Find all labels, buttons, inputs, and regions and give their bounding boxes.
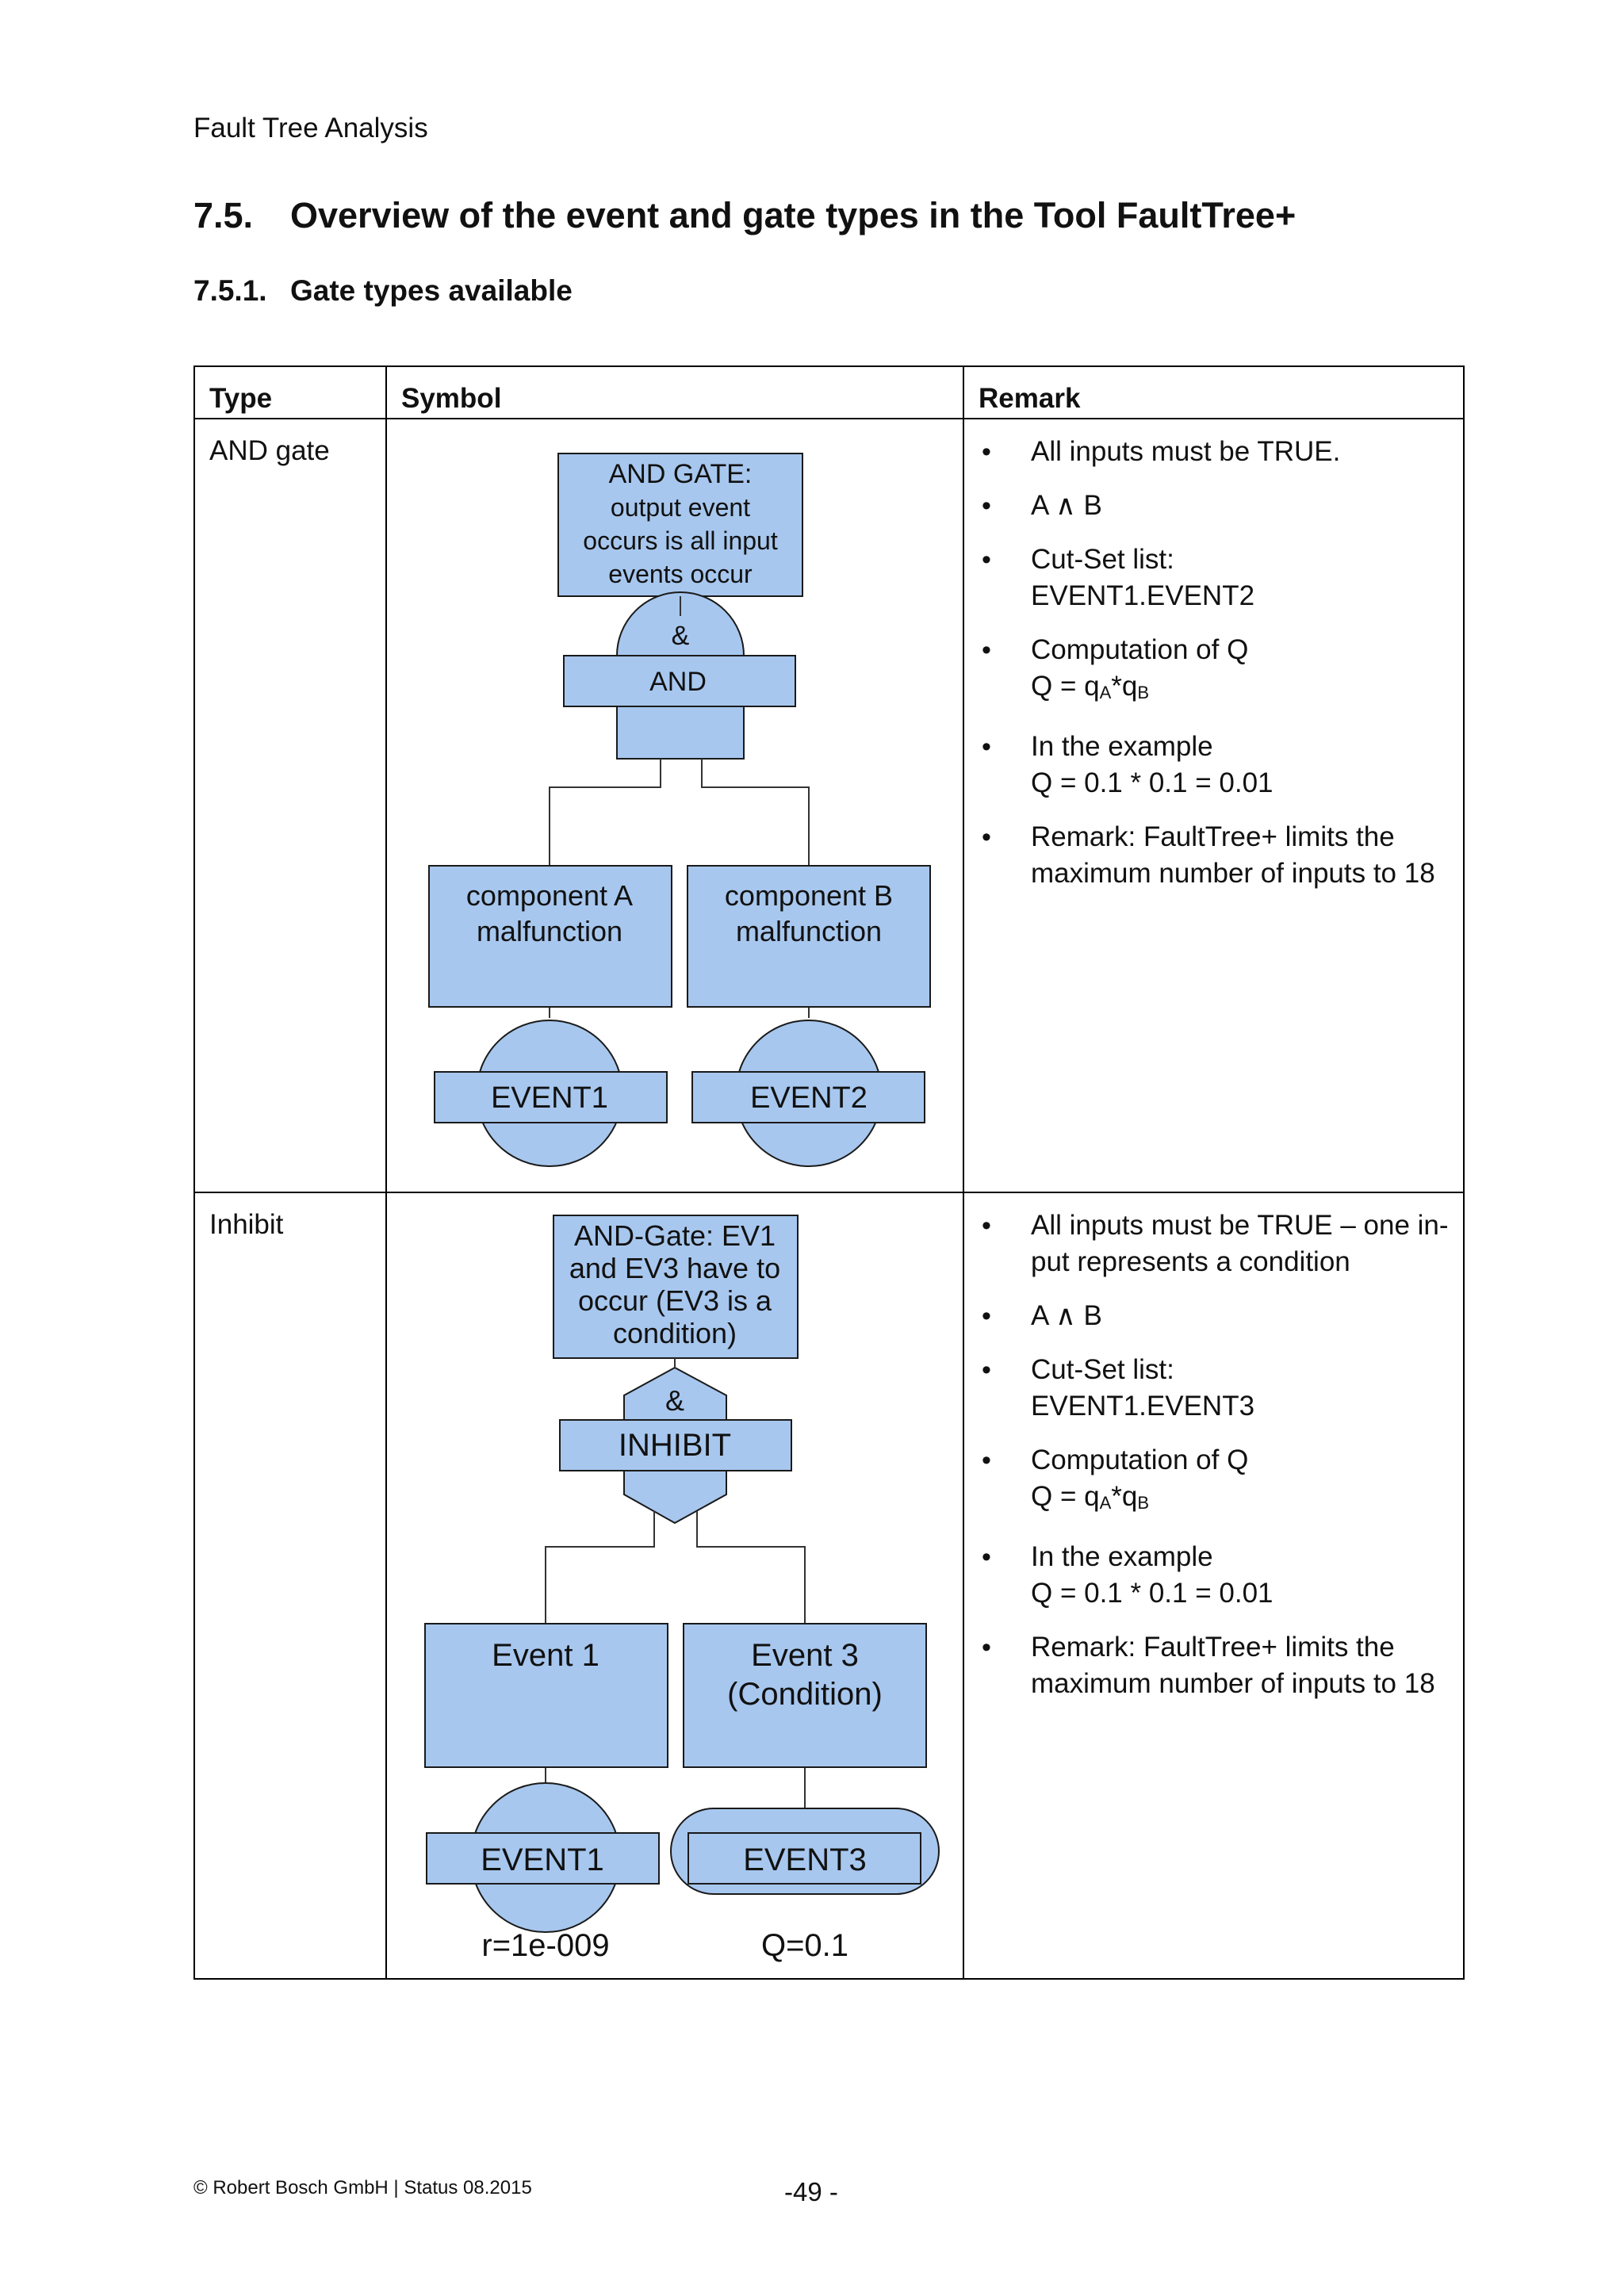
type-cell: AND gate	[193, 418, 387, 1193]
inhibit-gate-description-box	[553, 1215, 799, 1359]
list-item: All inputs must be TRUE.	[979, 434, 1449, 470]
and-gate-description-box	[557, 453, 803, 597]
event-3-box	[683, 1623, 927, 1768]
symbol-cell: AND GATE: output event occurs is all inp…	[385, 418, 964, 1193]
event2-label: EVENT2	[750, 1081, 868, 1115]
table-row: Inhibit	[193, 1192, 1465, 1980]
inhibit-desc-line-1: AND-Gate: EV1	[574, 1219, 776, 1252]
table-header-row: Type Symbol Remark	[193, 365, 1465, 419]
and-gate-label: AND	[649, 667, 707, 697]
remark-cell: All inputs must be TRUE – one in-put rep…	[963, 1192, 1465, 1980]
section-title: 7.5. Overview of the event and gate types…	[193, 195, 1296, 236]
symbol-cell: AND-Gate: EV1 and EV3 have to occur (EV3…	[385, 1192, 964, 1980]
header-remark: Remark	[963, 365, 1465, 419]
list-item: A ∧ B	[979, 488, 1449, 524]
event1-label: EVENT1	[481, 1843, 604, 1877]
and-gate-desc-line-3: occurs is all input	[583, 526, 778, 555]
inhibit-desc-line-3: occur (EV3 is a	[578, 1284, 772, 1317]
footer-copyright: © Robert Bosch GmbH | Status 08.2015	[193, 2177, 532, 2198]
list-item: All inputs must be TRUE – one in-put rep…	[979, 1207, 1449, 1280]
and-gate-diagram: AND GATE: output event occurs is all inp…	[428, 453, 931, 1167]
event-1-label: Event 1	[492, 1638, 599, 1673]
and-gate-desc-line-4: events occur	[608, 560, 753, 588]
component-b-line-1: component B	[725, 879, 893, 912]
component-a-line-1: component A	[466, 879, 633, 912]
event1-rate-value: r=1e-009	[481, 1928, 609, 1963]
list-item: Computation of QQ = qA*qB	[979, 1442, 1449, 1521]
remark-list: All inputs must be TRUE. A ∧ B Cut-Set l…	[979, 434, 1449, 892]
subsection-number: 7.5.1.	[193, 274, 267, 307]
event1-label-box	[426, 1832, 660, 1885]
inhibit-gate-label-box	[559, 1419, 792, 1471]
type-cell: Inhibit	[193, 1192, 387, 1980]
and-gate-desc-line-2: output event	[611, 493, 750, 522]
remark-list: All inputs must be TRUE – one in-put rep…	[979, 1207, 1449, 1702]
table-row: AND gate	[193, 418, 1465, 1193]
list-item: Cut-Set list:EVENT1.EVENT3	[979, 1352, 1449, 1425]
running-header: Fault Tree Analysis	[193, 113, 428, 144]
section-title-text: Overview of the event and gate types in …	[290, 195, 1297, 235]
subsection-title: 7.5.1. Gate types available	[193, 274, 573, 308]
subsection-title-text: Gate types available	[290, 274, 573, 307]
event3-label: EVENT3	[743, 1843, 867, 1877]
and-gate-symbol: &	[672, 621, 690, 651]
event-3-line-2: (Condition)	[727, 1677, 883, 1712]
component-b-box	[687, 865, 931, 1008]
inhibit-gate-label: INHIBIT	[619, 1428, 731, 1463]
list-item: Cut-Set list:EVENT1.EVENT2	[979, 541, 1449, 614]
event2-label-box	[691, 1071, 925, 1123]
list-item: Computation of QQ = qA*qB	[979, 632, 1449, 711]
list-item: A ∧ B	[979, 1298, 1449, 1334]
inhibit-desc-line-4: condition)	[613, 1317, 737, 1349]
header-type: Type	[193, 365, 387, 419]
event1-label: EVENT1	[491, 1081, 608, 1115]
event-3-line-1: Event 3	[751, 1638, 859, 1673]
component-b-line-2: malfunction	[736, 915, 882, 947]
gate-types-table: Type Symbol Remark AND gate	[193, 365, 1465, 1980]
event3-q-value: Q=0.1	[761, 1928, 848, 1963]
event1-label-box	[434, 1071, 668, 1123]
event3-label-box	[688, 1832, 921, 1885]
q-formula: Q = qA*qB	[1031, 1481, 1150, 1513]
page-number: -49 -	[784, 2177, 838, 2206]
inhibit-gate-symbol: &	[665, 1384, 684, 1417]
inhibit-desc-line-2: and EV3 have to	[569, 1252, 780, 1284]
q-formula: Q = qA*qB	[1031, 671, 1150, 702]
event-1-box	[424, 1623, 668, 1768]
component-a-line-2: malfunction	[477, 915, 622, 947]
and-gate-stem-box	[616, 706, 745, 760]
remark-cell: All inputs must be TRUE. A ∧ B Cut-Set l…	[963, 418, 1465, 1193]
and-gate-dome	[615, 591, 745, 656]
component-a-box	[428, 865, 672, 1008]
section-number: 7.5.	[193, 195, 254, 235]
header-symbol: Symbol	[385, 365, 964, 419]
inhibit-gate-diagram: AND-Gate: EV1 and EV3 have to occur (EV3…	[424, 1215, 940, 1963]
and-gate-desc-line-1: AND GATE:	[609, 459, 753, 489]
